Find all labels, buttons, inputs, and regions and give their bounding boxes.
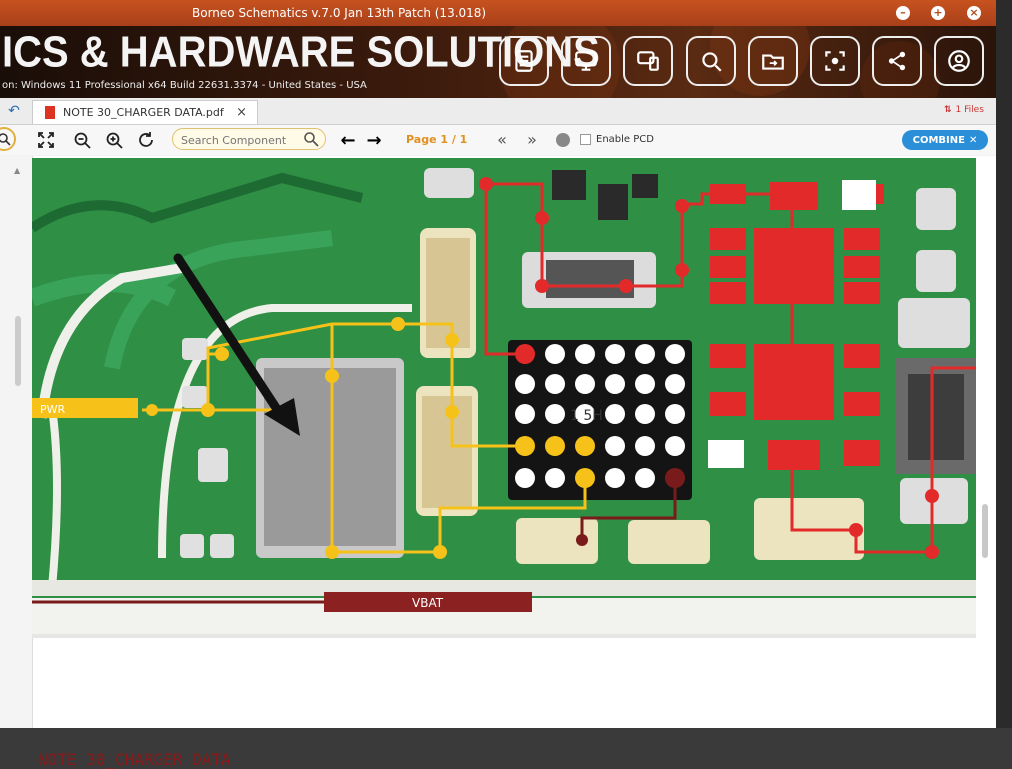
window-title: Borneo Schematics v.7.0 Jan 13th Patch (… xyxy=(192,6,487,20)
last-page-icon[interactable]: » xyxy=(527,129,537,149)
user-button[interactable] xyxy=(934,36,984,86)
pcb-board-image[interactable]: 1 5H PWR VBAT xyxy=(32,158,976,634)
devices-button[interactable] xyxy=(623,36,673,86)
right-scroll-thumb[interactable] xyxy=(982,504,988,558)
scan-button[interactable] xyxy=(810,36,860,86)
zoom-in-icon[interactable] xyxy=(104,130,124,150)
files-count: 1 Files xyxy=(955,105,984,115)
combine-label: COMBINE xyxy=(912,134,965,146)
tab-close-icon[interactable]: × xyxy=(236,105,247,120)
fit-screen-icon[interactable] xyxy=(36,130,56,150)
monitor-button[interactable] xyxy=(561,36,611,86)
zoom-out-icon[interactable] xyxy=(72,130,92,150)
search-zoom-button[interactable] xyxy=(686,36,736,86)
board-bottom-edge xyxy=(32,634,976,638)
system-info: on: Windows 11 Professional x64 Build 22… xyxy=(2,80,367,91)
first-page-icon[interactable]: « xyxy=(497,129,507,149)
maximize-button[interactable]: + xyxy=(931,6,945,20)
viewer-toolbar: ← → Page 1 / 1 « » Enable PCD COMBINE ✕ xyxy=(0,125,996,155)
page-indicator: Page 1 / 1 xyxy=(406,133,468,146)
folder-sync-button[interactable] xyxy=(748,36,798,86)
scroll-up-icon[interactable]: ▲ xyxy=(14,166,21,175)
refresh-icon[interactable] xyxy=(136,130,156,150)
title-bar: Borneo Schematics v.7.0 Jan 13th Patch (… xyxy=(0,0,1012,26)
devices-icon xyxy=(637,51,659,71)
tab-bar: ↶ NOTE 30_CHARGER DATA.pdf × ⇅ 1 Files xyxy=(0,98,996,125)
search-toggle-icon[interactable] xyxy=(0,127,16,151)
app-banner: ICS & HARDWARE SOLUTIONS on: Windows 11 … xyxy=(0,26,996,98)
vbat-net-label: VBAT xyxy=(412,596,444,610)
scan-icon xyxy=(825,51,845,71)
share-button[interactable] xyxy=(872,36,922,86)
search-box[interactable] xyxy=(172,128,326,152)
share-icon xyxy=(888,51,906,71)
back-icon[interactable]: ↶ xyxy=(8,103,20,119)
annotation-arrow xyxy=(173,253,300,436)
document-icon xyxy=(515,50,533,72)
bga-marking: 1 5H xyxy=(570,408,603,424)
minimize-button[interactable]: – xyxy=(896,6,910,20)
document-footer-title: NOTE 30_CHARGER DATA xyxy=(38,750,231,769)
document-button[interactable] xyxy=(499,36,549,86)
left-scroll-thumb[interactable] xyxy=(15,316,21,386)
close-button[interactable]: × xyxy=(967,6,981,20)
pwr-net-label: PWR xyxy=(40,403,66,416)
files-indicator[interactable]: ⇅ 1 Files xyxy=(944,102,984,118)
right-edge xyxy=(996,0,1012,728)
enable-pcd-checkbox[interactable] xyxy=(580,134,591,145)
left-scroll-strip: ▲ xyxy=(0,156,33,728)
next-result-icon[interactable]: → xyxy=(366,129,382,151)
tab-label: NOTE 30_CHARGER DATA.pdf xyxy=(63,106,224,119)
combine-icon: ✕ xyxy=(968,134,978,146)
prev-result-icon[interactable]: ← xyxy=(340,129,356,151)
combine-button[interactable]: COMBINE ✕ xyxy=(902,130,988,150)
search-icon[interactable] xyxy=(303,131,319,151)
enable-pcd-label: Enable PCD xyxy=(596,134,654,145)
user-icon xyxy=(948,50,970,72)
tab-document[interactable]: NOTE 30_CHARGER DATA.pdf × xyxy=(32,100,258,124)
folder-sync-icon xyxy=(762,54,784,70)
search-zoom-icon xyxy=(702,52,722,72)
monitor-icon xyxy=(575,51,597,71)
files-icon: ⇅ xyxy=(944,105,952,115)
pcd-toggle[interactable] xyxy=(556,133,570,147)
search-input[interactable] xyxy=(173,129,307,152)
pdf-icon xyxy=(45,106,55,119)
